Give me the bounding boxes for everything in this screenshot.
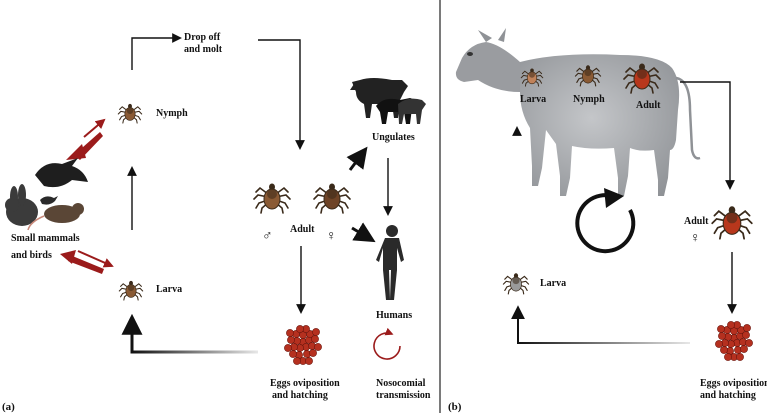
nosocomial-label-line2: transmission — [376, 390, 431, 401]
eggs-cluster-icon-b — [715, 321, 753, 361]
larva-tick-icon — [118, 280, 144, 301]
eggs-label-line1: Eggs oviposition — [270, 378, 340, 389]
adult-on-host-label: Adult — [636, 100, 661, 111]
red-transfer-arrows-nymph — [66, 118, 106, 160]
humans-label: Humans — [376, 310, 412, 321]
ungulates-icon — [350, 78, 426, 124]
panel-b: Larva Nymph Adult Adult ♀ Eggs ovipositi… — [448, 28, 767, 413]
human-icon — [376, 225, 404, 300]
male-symbol: ♂ — [262, 229, 273, 244]
larva-tick-icon-b — [502, 272, 530, 295]
nosocomial-label-line1: Nosocomial — [376, 378, 426, 389]
female-symbol: ♀ — [326, 229, 337, 244]
cycle-arrowhead-icon — [604, 188, 624, 208]
larva-label: Larva — [156, 284, 182, 295]
eggs-label-b-line2: and hatching — [700, 390, 756, 401]
arrow-dropoff-to-adult — [258, 39, 305, 150]
eggs-label-b-line1: Eggs oviposition — [700, 378, 767, 389]
adult-male-tick-icon — [253, 182, 291, 214]
panel-a: Drop off and molt Nymph Larva — [2, 32, 431, 413]
adult-label-b: Adult — [684, 216, 709, 227]
cycle-icon — [575, 193, 636, 254]
small-mammals-birds-icon — [5, 158, 88, 231]
panel-b-letter: (b) — [448, 401, 462, 413]
drop-off-label-line2: and molt — [184, 44, 223, 55]
arrow-adult-to-ungulates — [346, 146, 368, 171]
arrow-host-to-adult — [680, 81, 735, 190]
adult-female-tick-icon-b — [711, 205, 753, 240]
red-transfer-arrows-larva — [60, 250, 114, 274]
larva-on-host-label: Larva — [520, 94, 546, 105]
eggs-label-line2: and hatching — [272, 390, 328, 401]
larva-label-b: Larva — [540, 278, 566, 289]
eggs-cluster-icon — [284, 325, 322, 365]
adult-female-tick-icon — [313, 182, 351, 214]
ungulates-label: Ungulates — [372, 132, 415, 143]
panel-a-letter: (a) — [2, 401, 15, 413]
nymph-tick-icon — [117, 103, 143, 124]
small-mammals-label-line2: and birds — [11, 250, 52, 261]
arrow-nymph-to-dropoff — [131, 33, 182, 70]
cow-icon — [455, 28, 701, 196]
adult-label: Adult — [290, 224, 315, 235]
arrow-eggs-to-larva-b — [511, 305, 690, 344]
nymph-label: Nymph — [156, 108, 188, 119]
nosocomial-transmission-icon — [373, 327, 401, 360]
small-mammals-label-line1: Small mammals — [11, 233, 80, 244]
nymph-on-host-label: Nymph — [573, 94, 605, 105]
arrow-adult-to-humans — [351, 222, 376, 243]
drop-off-label-line1: Drop off — [184, 32, 221, 43]
female-symbol-b: ♀ — [690, 231, 701, 246]
arrow-eggs-to-larva — [121, 313, 258, 354]
